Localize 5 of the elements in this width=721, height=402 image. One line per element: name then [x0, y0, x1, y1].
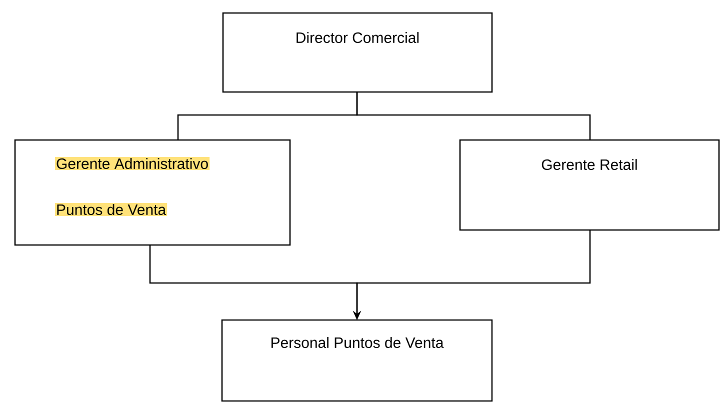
org-box: Gerente Administrativo Puntos de Venta	[14, 139, 291, 246]
org-box: Director Comercial	[222, 12, 493, 93]
org-box: Personal Puntos de Venta	[221, 319, 493, 402]
org-box: Gerente Retail	[459, 139, 720, 231]
connector-line	[356, 92, 591, 140]
